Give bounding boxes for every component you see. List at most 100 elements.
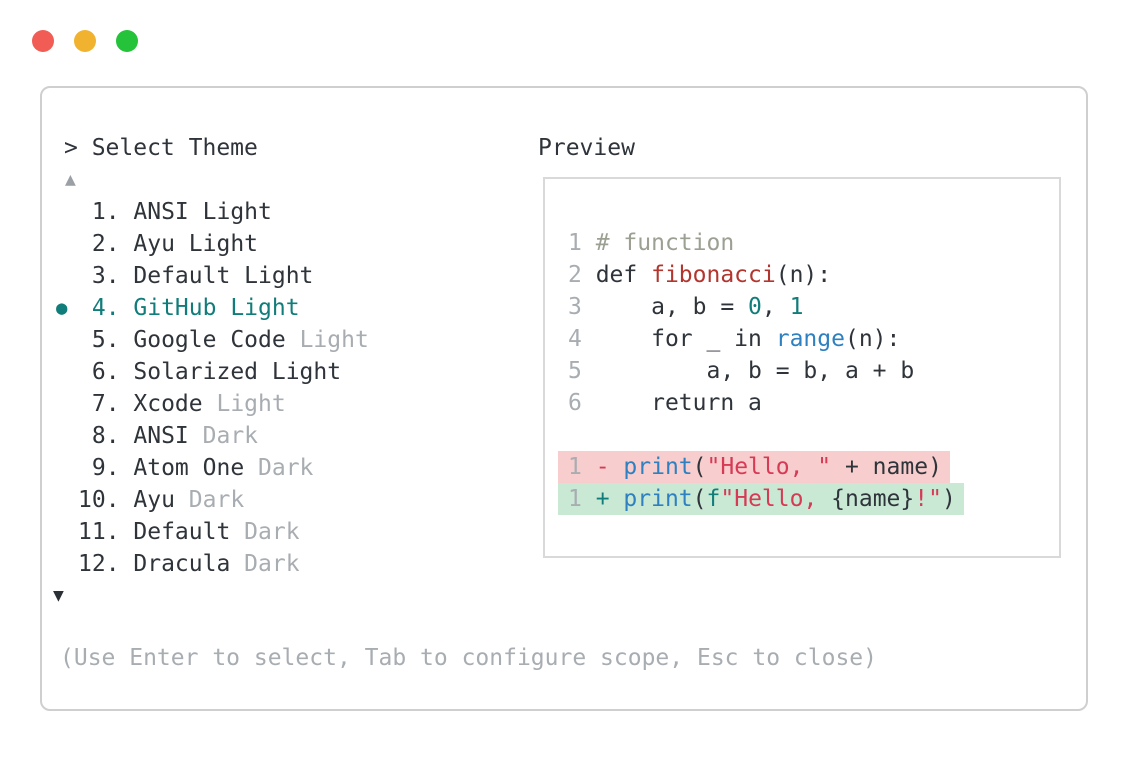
code-line: 3 a, b = 0, 1 xyxy=(558,291,811,323)
code-token: range xyxy=(775,326,845,352)
theme-name: Default Light xyxy=(133,263,314,289)
theme-name: Light xyxy=(299,327,369,353)
theme-number: 10. xyxy=(78,487,134,513)
code-line xyxy=(558,419,576,451)
theme-name: Dracula xyxy=(133,551,245,577)
theme-option[interactable]: 3. Default Light xyxy=(42,260,556,292)
theme-number: 5. xyxy=(78,327,134,353)
theme-name: ANSI xyxy=(133,423,203,449)
code-token: fibonacci xyxy=(651,262,776,288)
code-token: 0 xyxy=(748,294,762,320)
code-token: ( xyxy=(692,486,707,512)
theme-name: Xcode xyxy=(133,391,217,417)
theme-number: 6. xyxy=(78,359,134,385)
theme-option[interactable]: 5. Google Code Light xyxy=(42,324,556,356)
theme-name: Dark xyxy=(188,487,245,513)
minimize-button[interactable] xyxy=(74,30,96,52)
code-token: {name} xyxy=(831,486,915,512)
theme-name: Atom One xyxy=(133,455,259,481)
code-token: !" xyxy=(914,486,942,512)
theme-option[interactable]: ● 4. GitHub Light xyxy=(42,292,556,324)
code-line: 6 return a xyxy=(558,387,770,419)
selected-bullet-icon xyxy=(56,484,78,516)
theme-name: Ayu xyxy=(133,487,189,513)
theme-option[interactable]: 6. Solarized Light xyxy=(42,356,556,388)
theme-name: Ayu Light xyxy=(133,231,259,257)
selected-bullet-icon: ● xyxy=(56,297,68,319)
theme-number: 4. xyxy=(78,295,134,321)
code-line: 1 # function xyxy=(558,227,742,259)
theme-option[interactable]: 2. Ayu Light xyxy=(42,228,556,260)
theme-option[interactable]: 9. Atom One Dark xyxy=(42,452,556,484)
theme-option[interactable]: 8. ANSI Dark xyxy=(42,420,556,452)
theme-name: Solarized Light xyxy=(133,359,342,385)
selected-bullet-icon xyxy=(56,196,78,228)
theme-number: 7. xyxy=(78,391,134,417)
line-number: 4 xyxy=(568,326,596,352)
code-token: 1 xyxy=(789,294,804,320)
code-token: "Hello, xyxy=(720,486,832,512)
theme-name: Light xyxy=(216,391,286,417)
code-token: + xyxy=(595,486,624,512)
line-number: 3 xyxy=(568,294,596,320)
code-token: # function xyxy=(595,230,735,256)
code-line: 4 for _ in range(n): xyxy=(558,323,908,355)
selected-bullet-icon xyxy=(56,420,78,452)
selected-bullet-icon xyxy=(56,452,78,484)
window-controls xyxy=(32,30,138,52)
theme-number: 12. xyxy=(78,551,134,577)
code-token: def xyxy=(595,262,652,288)
code-token: print xyxy=(623,454,693,480)
code-token: a, b = xyxy=(595,294,749,320)
theme-number: 1. xyxy=(78,199,134,225)
code-token: ( xyxy=(692,454,707,480)
code-token: , xyxy=(761,294,790,320)
theme-name: Dark xyxy=(244,519,300,545)
close-button[interactable] xyxy=(32,30,54,52)
theme-number: 9. xyxy=(78,455,134,481)
code-token: for _ in xyxy=(595,326,776,352)
code-token: a, b = b, a + b xyxy=(595,358,915,384)
code-token: print xyxy=(623,486,693,512)
preview-label: Preview xyxy=(538,135,635,161)
scroll-down-icon[interactable]: ▼ xyxy=(53,585,64,606)
diff-line-del: 1 - print("Hello, " + name) xyxy=(558,451,950,483)
scroll-up-icon[interactable]: ▲ xyxy=(65,169,76,190)
code-line: 2 def fibonacci(n): xyxy=(558,259,839,291)
theme-name: GitHub Light xyxy=(133,295,300,321)
selected-bullet-icon xyxy=(56,548,78,580)
theme-name: Dark xyxy=(202,423,259,449)
code-token: - xyxy=(595,454,624,480)
code-token: return a xyxy=(595,390,762,416)
code-token: (n): xyxy=(844,326,901,352)
selected-bullet-icon xyxy=(56,388,78,420)
theme-option[interactable]: 11. Default Dark xyxy=(42,516,556,548)
theme-option[interactable]: 1. ANSI Light xyxy=(42,196,556,228)
selected-bullet-icon xyxy=(56,324,78,356)
line-number: 1 xyxy=(568,230,596,256)
theme-number: 2. xyxy=(78,231,134,257)
palette-title: > Select Theme xyxy=(64,135,258,161)
theme-option[interactable]: 10. Ayu Dark xyxy=(42,484,556,516)
theme-option[interactable]: 7. Xcode Light xyxy=(42,388,556,420)
code-token: + name) xyxy=(831,454,942,480)
selected-bullet-icon xyxy=(56,260,78,292)
code-token: (n): xyxy=(775,262,832,288)
line-number: 2 xyxy=(568,262,596,288)
theme-name: Dark xyxy=(244,551,300,577)
line-number: 1 xyxy=(568,486,596,512)
line-number: 5 xyxy=(568,358,596,384)
theme-option[interactable]: 12. Dracula Dark xyxy=(42,548,556,580)
selected-bullet-icon xyxy=(56,228,78,260)
theme-name: ANSI Light xyxy=(133,199,272,225)
code-line: 5 a, b = b, a + b xyxy=(558,355,922,387)
theme-name: Google Code xyxy=(133,327,300,353)
theme-list: 1. ANSI Light 2. Ayu Light 3. Default Li… xyxy=(42,196,556,580)
theme-number: 3. xyxy=(78,263,134,289)
zoom-button[interactable] xyxy=(116,30,138,52)
diff-line-add: 1 + print(f"Hello, {name}!") xyxy=(558,483,964,515)
code-token: f xyxy=(706,486,721,512)
line-number: 6 xyxy=(568,390,596,416)
